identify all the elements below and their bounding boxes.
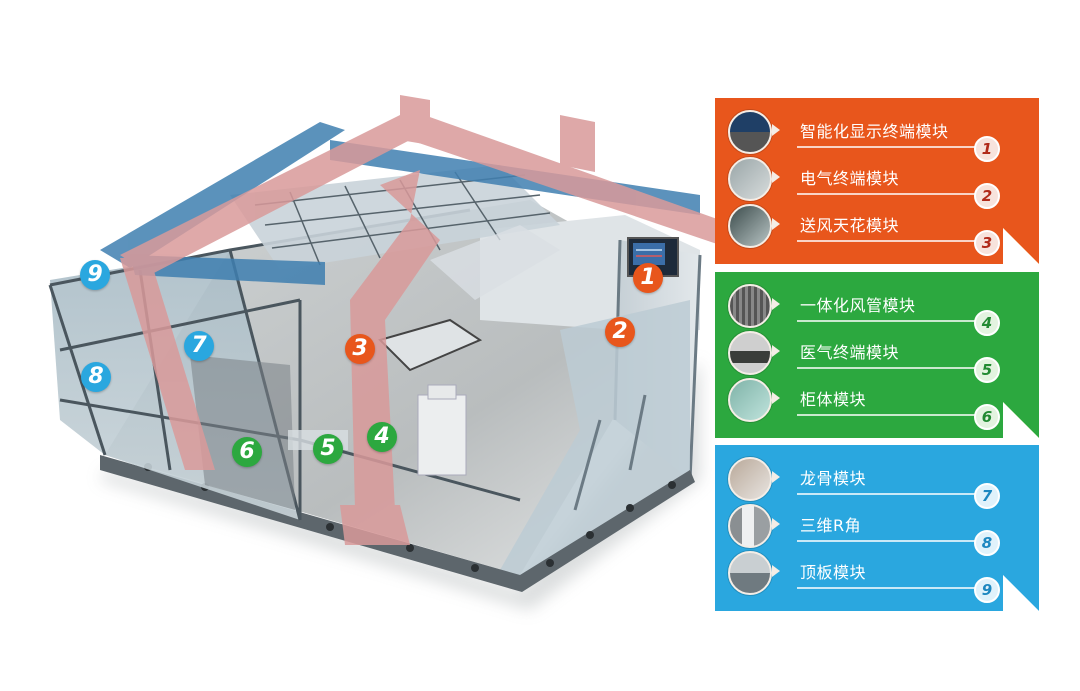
legend-item-7: 龙骨模块 7 bbox=[715, 455, 1039, 509]
underline-divider bbox=[797, 587, 975, 589]
pointer-arrow-icon bbox=[772, 565, 780, 577]
legend-panel-green: 一体化风管模块 4 医气终端模块 5 柜体模块 6 bbox=[715, 272, 1039, 438]
callout-badge-7: 7 bbox=[184, 331, 214, 361]
legend-label: 顶板模块 bbox=[800, 563, 867, 582]
pointer-arrow-icon bbox=[772, 218, 780, 230]
callout-badge-8: 8 bbox=[81, 362, 111, 392]
legend-item-5: 医气终端模块 5 bbox=[715, 329, 1039, 383]
legend-label: 送风天花模块 bbox=[800, 216, 900, 235]
legend-item-4: 一体化风管模块 4 bbox=[715, 282, 1039, 336]
legend-panel-orange: 智能化显示终端模块 1 电气终端模块 2 送风天花模块 3 bbox=[715, 98, 1039, 264]
underline-divider bbox=[797, 146, 975, 148]
callout-badge-1: 1 bbox=[633, 263, 663, 293]
pointer-arrow-icon bbox=[772, 171, 780, 183]
underline-divider bbox=[797, 193, 975, 195]
legend-number: 9 bbox=[974, 577, 1000, 603]
3d-r-corner-thumbnail-icon bbox=[728, 504, 772, 548]
air-supply-ceiling-thumbnail-icon bbox=[728, 204, 772, 248]
legend-label: 智能化显示终端模块 bbox=[800, 122, 949, 141]
page-fold-corner bbox=[1003, 228, 1039, 264]
legend-number: 3 bbox=[974, 230, 1000, 256]
ground-shadow bbox=[100, 360, 700, 610]
legend-label: 医气终端模块 bbox=[800, 343, 900, 362]
legend-panel-blue: 龙骨模块 7 三维R角 8 顶板模块 9 bbox=[715, 445, 1039, 611]
page-fold-corner bbox=[1003, 575, 1039, 611]
keel-frame-thumbnail-icon bbox=[728, 457, 772, 501]
legend-number: 6 bbox=[974, 404, 1000, 430]
pointer-arrow-icon bbox=[772, 471, 780, 483]
electrical-terminal-thumbnail-icon bbox=[728, 157, 772, 201]
legend-number: 2 bbox=[974, 183, 1000, 209]
legend-number: 1 bbox=[974, 136, 1000, 162]
callout-badge-4: 4 bbox=[367, 422, 397, 452]
legend-number: 7 bbox=[974, 483, 1000, 509]
legend-item-9: 顶板模块 9 bbox=[715, 549, 1039, 603]
legend-number: 8 bbox=[974, 530, 1000, 556]
pointer-arrow-icon bbox=[772, 392, 780, 404]
front-right-wall bbox=[500, 300, 690, 580]
legend-item-3: 送风天花模块 3 bbox=[715, 202, 1039, 256]
legend-label: 龙骨模块 bbox=[800, 469, 867, 488]
legend-number: 5 bbox=[974, 357, 1000, 383]
underline-divider bbox=[797, 367, 975, 369]
legend-item-8: 三维R角 8 bbox=[715, 502, 1039, 556]
pointer-arrow-icon bbox=[772, 298, 780, 310]
underline-divider bbox=[797, 414, 975, 416]
cabinet-thumbnail-icon bbox=[728, 378, 772, 422]
display-terminal bbox=[627, 237, 679, 277]
callout-badge-5: 5 bbox=[313, 434, 343, 464]
operating-room-3d-diagram bbox=[48, 95, 720, 610]
callout-badge-2: 2 bbox=[605, 317, 635, 347]
legend-label: 柜体模块 bbox=[800, 390, 867, 409]
ceiling-panel-thumbnail-icon bbox=[728, 551, 772, 595]
legend-item-1: 智能化显示终端模块 1 bbox=[715, 108, 1039, 162]
legend-label: 三维R角 bbox=[800, 516, 862, 535]
legend-number: 4 bbox=[974, 310, 1000, 336]
medical-gas-terminal-thumbnail-icon bbox=[728, 331, 772, 375]
underline-divider bbox=[797, 493, 975, 495]
underline-divider bbox=[797, 320, 975, 322]
air-supply-ceiling bbox=[230, 165, 560, 300]
legend-item-6: 柜体模块 6 bbox=[715, 376, 1039, 430]
underline-divider bbox=[797, 240, 975, 242]
operating-table bbox=[378, 318, 483, 476]
pointer-arrow-icon bbox=[772, 345, 780, 357]
integrated-duct-thumbnail-icon bbox=[728, 284, 772, 328]
legend-label: 电气终端模块 bbox=[800, 169, 900, 188]
callout-badge-3: 3 bbox=[345, 334, 375, 364]
pointer-arrow-icon bbox=[772, 518, 780, 530]
underline-divider bbox=[797, 540, 975, 542]
page-fold-corner bbox=[1003, 402, 1039, 438]
legend-item-2: 电气终端模块 2 bbox=[715, 155, 1039, 209]
legend-label: 一体化风管模块 bbox=[800, 296, 916, 315]
callout-badge-9: 9 bbox=[80, 260, 110, 290]
pointer-arrow-icon bbox=[772, 124, 780, 136]
display-terminal-thumbnail-icon bbox=[728, 110, 772, 154]
callout-badge-6: 6 bbox=[232, 437, 262, 467]
